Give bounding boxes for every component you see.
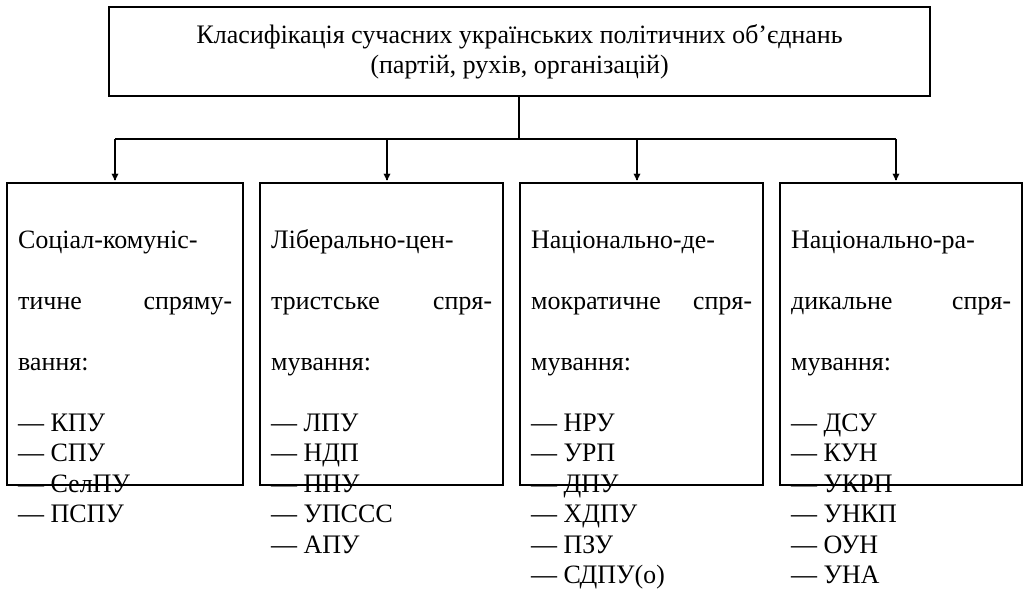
category-box-liberal-centrist: Ліберально-цен- тристське спря- мування:… [259,182,504,559]
category-heading-line: тичне спряму- [18,285,232,315]
party-item: — УПССС [271,499,393,528]
party-item: — ЛПУ [271,407,359,437]
party-item: — ОУН [791,529,879,559]
party-item: — УКРП [791,468,893,498]
party-item: — НРУ [531,407,615,437]
party-item: — ДПУ [531,468,619,498]
category-heading-line: мування: [531,346,631,376]
category-heading-line: Національно-де- [531,224,715,254]
party-item: — ДСУ [791,407,877,437]
party-item: — ХДПУ [531,499,638,528]
classification-title-line-2: (партій, рухів, організацій) [370,50,669,79]
category-heading-line: Соціал-комуніс- [18,224,198,254]
party-item: — НДП [271,438,359,467]
party-item: — КУН [791,438,878,467]
category-box-social-communist: Соціал-комуніс- тичне спряму- вання: — К… [6,182,244,528]
party-item: — СелПУ [18,468,130,498]
party-item: — УНА [791,560,880,589]
category-heading-line: тристське спря- [271,285,492,315]
category-heading: Національно-де- мократичне спря- мування… [531,194,752,408]
party-item: — СПУ [18,438,106,467]
party-item: — КПУ [18,407,106,437]
category-heading-line: дикальне спря- [791,285,1011,315]
category-heading: Національно-ра- дикальне спря- мування: [791,194,1011,408]
party-list: — КПУ — СПУ — СелПУ — ПСПУ [18,408,232,530]
party-item: — УРП [531,438,616,467]
category-heading: Соціал-комуніс- тичне спряму- вання: [18,194,232,408]
party-item: — ППУ [271,468,360,498]
category-heading-line: мування: [271,346,371,376]
category-box-national-radical: Національно-ра- дикальне спря- мування: … [779,182,1023,589]
party-item: — АПУ [271,529,360,559]
party-list: — ДСУ — КУН — УКРП — УНКП — ОУН — УНА [791,408,1011,591]
classification-title-line-1: Класифікація сучасних українських політи… [196,20,843,49]
category-heading-line: мування: [791,346,891,376]
category-box-national-democratic: Національно-де- мократичне спря- мування… [519,182,764,589]
party-item: — ПСПУ [18,499,124,528]
category-heading-line: Ліберально-цен- [271,224,454,254]
classification-title-box: Класифікація сучасних українських політи… [108,6,931,97]
category-heading-line: вання: [18,346,89,376]
category-heading-line: Національно-ра- [791,224,975,254]
category-heading: Ліберально-цен- тристське спря- мування: [271,194,492,408]
party-item: — ПЗУ [531,529,614,559]
party-item: — СДПУ(о) [531,560,665,589]
party-list: — ЛПУ — НДП — ППУ — УПССС — АПУ [271,408,492,561]
category-heading-line: мократичне спря- [531,285,752,315]
party-item: — УНКП [791,499,897,528]
party-list: — НРУ — УРП — ДПУ — ХДПУ — ПЗУ — СДПУ(о) [531,408,752,591]
